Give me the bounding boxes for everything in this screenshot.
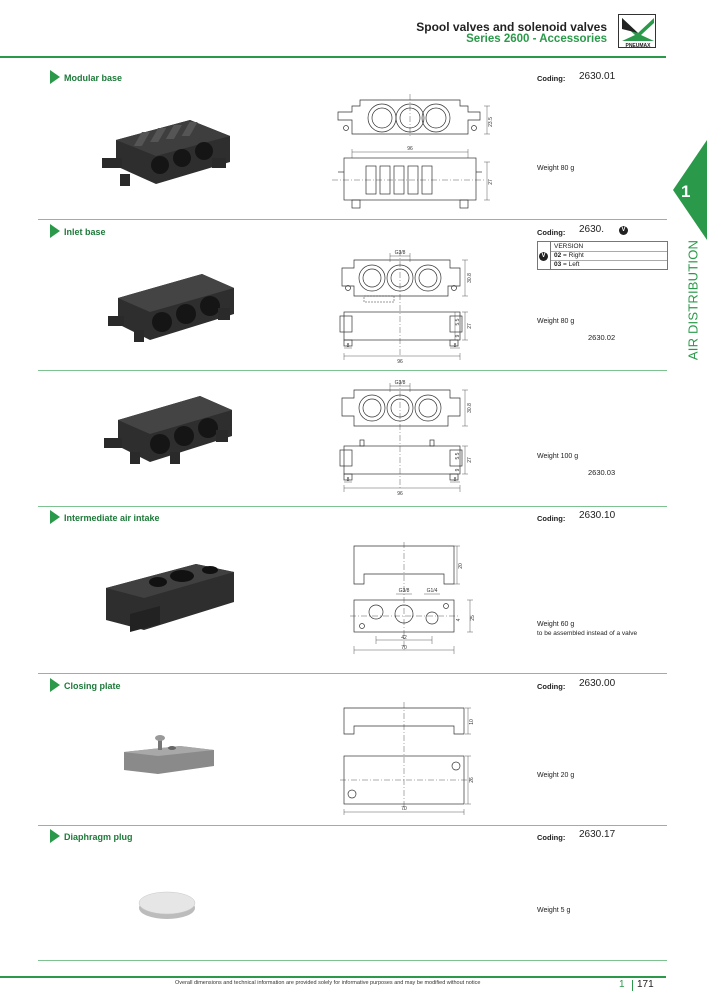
dim-depth: 26 <box>469 777 475 783</box>
version-icon: V <box>539 252 548 261</box>
version-row: 03 = Left <box>554 261 580 268</box>
header-divider <box>0 56 666 58</box>
modular-base-drawing: 96 23.5 27 <box>332 94 494 209</box>
section-marker-icon <box>50 510 60 524</box>
dim-a: 5.5 <box>455 318 461 325</box>
dim-height: 30.8 <box>467 273 473 283</box>
dim-depth: 25 <box>470 615 476 621</box>
dim-height-side: 27 <box>488 179 494 185</box>
dim-height: 20 <box>458 563 464 569</box>
dim-height: 10 <box>469 719 475 725</box>
dim-height-top: 23.5 <box>488 117 494 127</box>
section-marker-icon <box>50 829 60 843</box>
version-table: V VERSION 02 = Right 03 = Left <box>537 241 668 270</box>
coding-label: Coding: <box>537 682 566 691</box>
dim-width: 96 <box>397 359 403 365</box>
footer-separator <box>632 980 633 991</box>
dim-offset: 4 <box>456 618 462 621</box>
disclaimer: Overall dimensions and technical informa… <box>175 980 481 986</box>
dim-port-2: G1/4 <box>427 588 438 594</box>
weight-text: Weight 100 g <box>537 453 579 460</box>
assembly-note: to be assembled instead of a valve <box>537 630 638 637</box>
weight-text: Weight 20 g <box>537 772 575 779</box>
coding-label: Coding: <box>537 514 566 523</box>
dim-a: 5.5 <box>455 452 461 459</box>
footer-divider <box>0 976 666 978</box>
coding-label: Coding: <box>537 833 566 842</box>
coding-label: Coding: <box>537 228 566 237</box>
version-placeholder-icon: V <box>619 226 628 235</box>
dim-width: 96 <box>397 491 403 496</box>
section-divider <box>38 825 667 826</box>
intermediate-air-intake-drawing: 20 G3/8 G1/4 42 70 25 4 <box>350 542 476 654</box>
dim-height: 30.8 <box>467 403 473 413</box>
weight-text: Weight 60 g <box>537 621 575 628</box>
coding-value: 2630.01 <box>579 71 616 82</box>
dim-width: 70 <box>401 806 407 812</box>
dim-right: 8 <box>454 343 457 349</box>
section-divider <box>38 370 667 371</box>
dim-left: 8 <box>347 343 350 349</box>
coding-value: 2630. <box>579 224 605 235</box>
variant-code: 2630.03 <box>588 468 616 477</box>
section-title-intermediate-air-intake: Intermediate air intake <box>64 513 160 523</box>
section-marker-icon <box>50 678 60 692</box>
logo-text: PNEUMAX <box>625 43 651 49</box>
footer-chapter: 1 <box>619 979 625 990</box>
section-title-modular-base: Modular base <box>64 73 123 83</box>
dim-left: 8 <box>347 477 350 483</box>
inlet-base-variant-photo <box>104 396 232 464</box>
closing-plate-photo <box>124 735 214 774</box>
weight-text: Weight 80 g <box>537 165 575 172</box>
dim-port: G3/8 <box>395 380 406 386</box>
dim-right: 8 <box>454 477 457 483</box>
section-divider <box>38 219 667 220</box>
section-marker-icon <box>50 224 60 238</box>
section-divider <box>38 506 667 507</box>
coding-value: 2630.00 <box>579 678 616 689</box>
version-table-separator <box>550 242 551 270</box>
chapter-label: AIR DISTRIBUTION <box>685 239 701 361</box>
dim-side-height: 27 <box>467 323 473 329</box>
dim-width: 96 <box>407 146 413 152</box>
dim-b: 9 <box>455 334 461 337</box>
intermediate-air-intake-photo <box>106 564 234 632</box>
dim-width: 70 <box>401 645 407 651</box>
inlet-base-drawing: G3/8 96 30.8 27 5.5 9 8 8 <box>339 250 473 365</box>
section-divider <box>38 673 667 674</box>
dim-port-1: G3/8 <box>399 588 410 594</box>
section-divider <box>38 960 667 961</box>
section-title-closing-plate: Closing plate <box>64 681 121 691</box>
dim-b: 9 <box>455 468 461 471</box>
page-title: Spool valves and solenoid valves <box>416 20 607 34</box>
page-number: 171 <box>637 979 654 990</box>
coding-value: 2630.10 <box>579 510 616 521</box>
weight-text: Weight 80 g <box>537 318 575 325</box>
section-title-inlet-base: Inlet base <box>64 227 106 237</box>
dim-side-height: 27 <box>467 457 473 463</box>
chapter-tab <box>673 140 707 240</box>
dim-port: G3/8 <box>395 250 406 256</box>
modular-base-photo <box>102 120 230 186</box>
section-marker-icon <box>50 70 60 84</box>
dim-spacing: 42 <box>401 635 407 641</box>
inlet-base-photo <box>108 274 234 342</box>
closing-plate-drawing: 10 26 70 <box>340 702 475 815</box>
variant-code: 2630.02 <box>588 333 616 342</box>
diaphragm-plug-photo <box>138 891 196 919</box>
coding-value: 2630.17 <box>579 829 616 840</box>
coding-label: Coding: <box>537 74 566 83</box>
chapter-number: 1 <box>681 182 691 201</box>
version-row: 02 = Right <box>551 252 667 261</box>
page-subtitle: Series 2600 - Accessories <box>466 33 607 45</box>
pneumax-logo: PNEUMAX <box>618 14 656 49</box>
inlet-base-variant-drawing: G3/8 96 30.8 27 5.5 9 8 8 <box>339 380 473 496</box>
weight-text: Weight 5 g <box>537 907 571 914</box>
version-header: VERSION <box>551 243 667 252</box>
section-title-diaphragm-plug: Diaphragm plug <box>64 832 133 842</box>
